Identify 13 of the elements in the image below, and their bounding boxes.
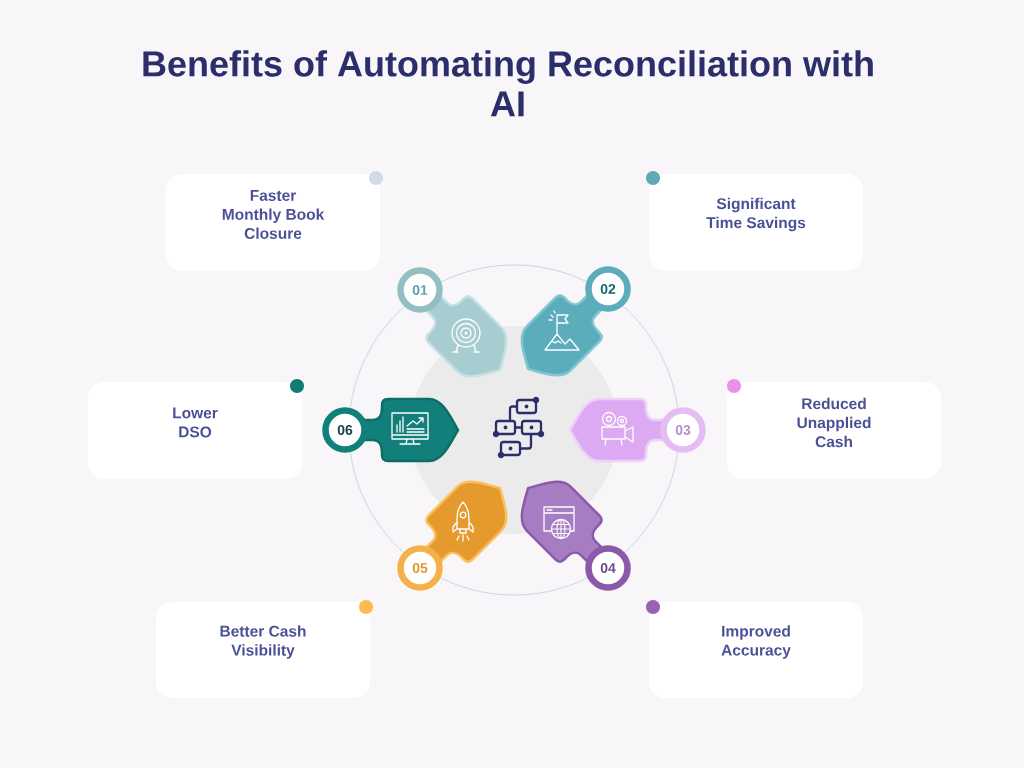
text-card: Significant Time Savings — [649, 174, 863, 271]
text-card: Lower DSO — [88, 382, 302, 479]
text-card: Better Cash Visibility — [156, 602, 370, 698]
number-badge: 06 — [322, 407, 368, 453]
text-card: Reduced Unapplied Cash — [727, 382, 941, 479]
number-badge: 01 — [397, 267, 443, 313]
number-badge: 03 — [660, 407, 706, 453]
text-card: Faster Monthly Book Closure — [166, 174, 380, 271]
number-badge: 02 — [585, 266, 631, 312]
text-card: Improved Accuracy — [649, 602, 863, 698]
title: Benefits of Automating Reconciliation with AI — [143, 50, 873, 117]
number-badge: 04 — [585, 545, 631, 591]
number-badge: 05 — [397, 545, 443, 591]
